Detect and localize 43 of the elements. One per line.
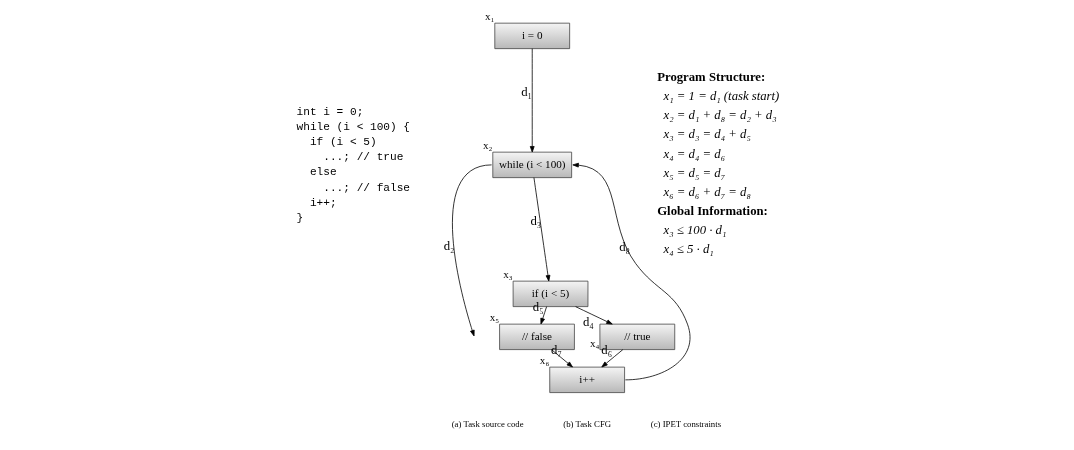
label: int i = 0;: [296, 105, 364, 118]
node-label: x₃: [503, 268, 513, 281]
label: x₄ = d₄ = d₆: [663, 146, 726, 161]
arrow: [533, 177, 551, 282]
label: if (i < 5): [309, 136, 377, 149]
label: (b) Task CFG: [563, 418, 612, 429]
arrow: [540, 306, 547, 325]
node-label: x₆: [539, 354, 550, 367]
arrow: [601, 349, 624, 368]
label: x₆ = d₆ + d₇ = d₈: [663, 184, 751, 199]
label: ...; // false: [323, 181, 411, 194]
arrow: [452, 164, 492, 337]
edge-label: d₈: [619, 239, 630, 254]
label: else: [309, 166, 337, 179]
label: }: [296, 211, 304, 224]
node-label: x₅: [489, 311, 500, 324]
node-box: i = 0: [494, 22, 571, 50]
arrow: [529, 48, 535, 153]
label: x₅ = d₅ = d₇: [663, 165, 726, 180]
label: x₁ = 1 = d₁ (task start): [663, 89, 780, 104]
label: (a) Task source code: [451, 418, 524, 429]
arrow: [551, 349, 573, 368]
label: x₄ ≤ 5 · d₁: [663, 242, 714, 257]
label: i++;: [309, 196, 337, 209]
node-label: x₂: [482, 139, 493, 152]
label: x₂ = d₁ + d₈ = d₂ + d₃: [663, 108, 777, 123]
label: x₃ = d₃ = d₄ + d₅: [663, 127, 751, 142]
label: (c) IPET constraints: [650, 418, 722, 429]
label: while (i < 100) {: [296, 121, 411, 134]
node-box: i++: [549, 366, 625, 393]
edge-label: d₂: [443, 238, 455, 253]
edge-label: d₃: [530, 214, 542, 229]
label: Program Structure:: [657, 70, 766, 85]
label: x₃ ≤ 100 · d₁: [663, 223, 727, 237]
node-box: while (i < 100): [492, 151, 573, 179]
edge-label: d₄: [582, 314, 594, 329]
arrow: [572, 162, 691, 381]
arrow: [575, 306, 613, 325]
label: ...; // true: [323, 151, 404, 164]
label: Global Information:: [657, 203, 768, 218]
node-label: x₁: [484, 10, 495, 23]
edge-label: d₁: [521, 85, 533, 100]
node-label: x₄: [590, 336, 600, 349]
